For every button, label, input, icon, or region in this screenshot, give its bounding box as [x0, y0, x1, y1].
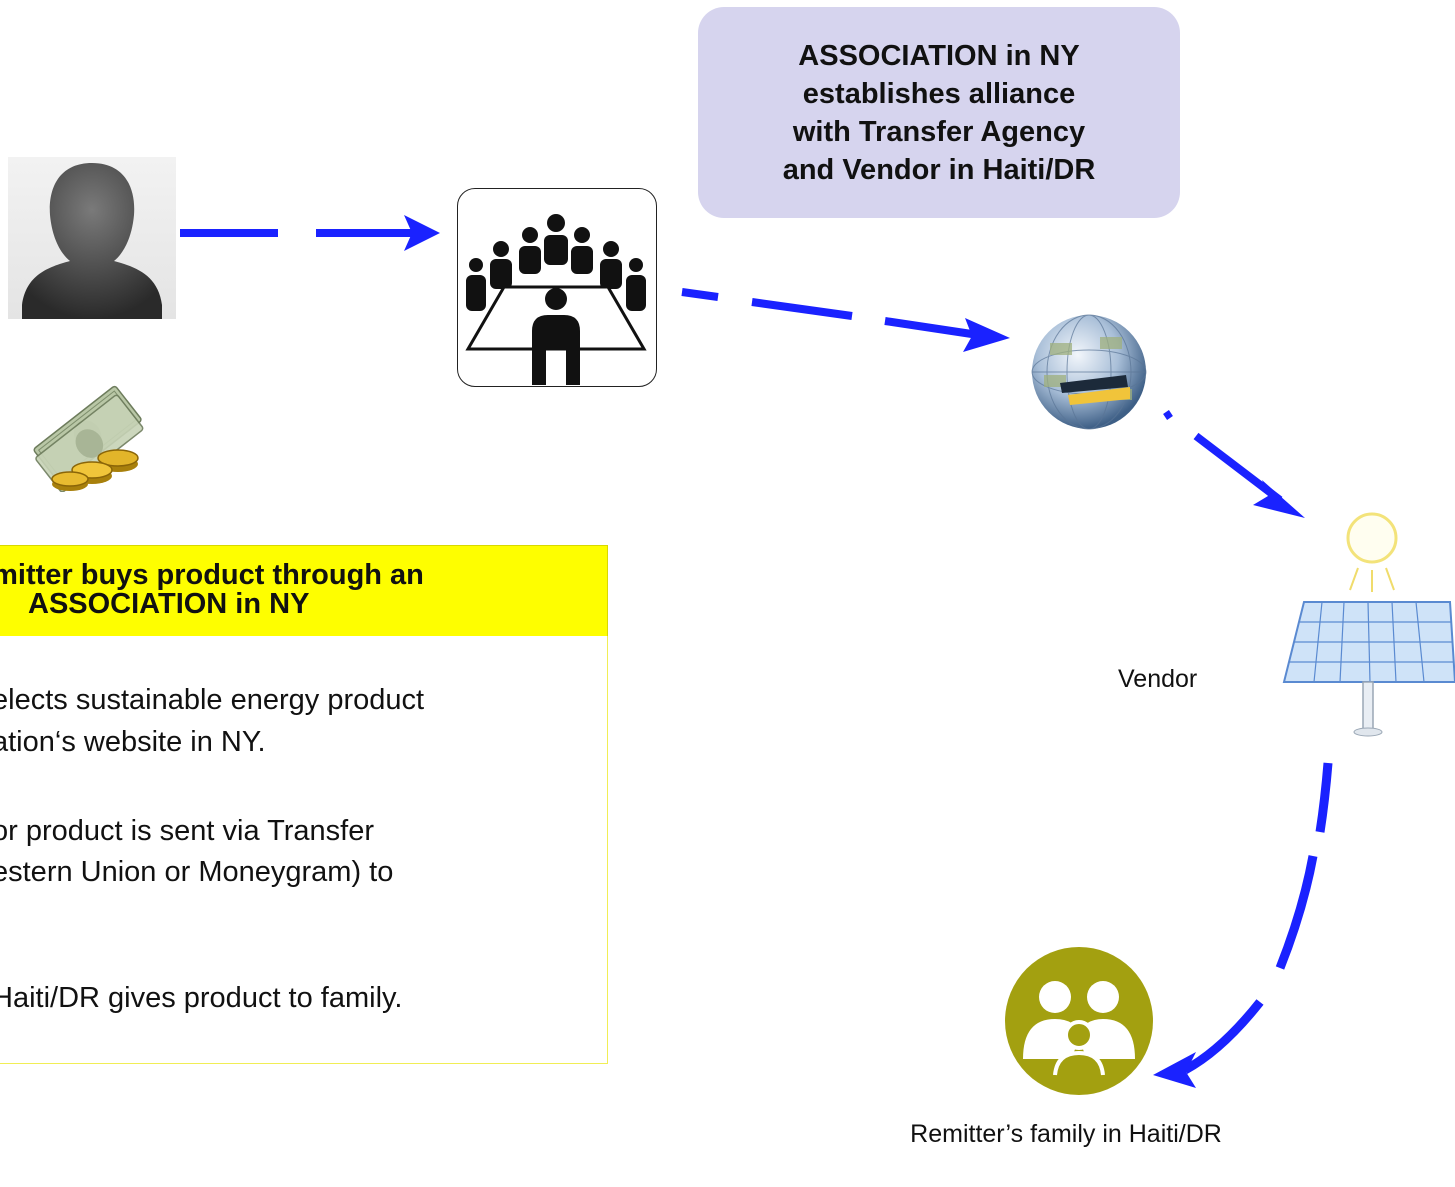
info-body-line: elects sustainable energy product: [0, 684, 425, 716]
info-header-line: ASSOCIATION in NY: [28, 588, 310, 620]
arrow-remitter-to-association: [180, 215, 440, 251]
family-label: Remitter’s family in Haiti/DR: [910, 1120, 1222, 1148]
info-body-line: Haiti/DR gives product to family.: [0, 982, 403, 1014]
person-silhouette-icon: [22, 163, 162, 319]
arrow-association-to-transfer: [681, 288, 1010, 352]
meeting-table-icon: [465, 214, 647, 385]
arrow-transfer-to-vendor: [1163, 410, 1305, 518]
alliance-line: and Vendor in Haiti/DR: [782, 153, 1096, 186]
alliance-line: establishes alliance: [802, 77, 1076, 110]
alliance-callout: ASSOCIATION in NY establishes alliance w…: [698, 7, 1180, 218]
alliance-line: ASSOCIATION in NY: [798, 39, 1080, 72]
info-header-line: emitter buys product through an: [0, 559, 424, 591]
remitter-photo: [8, 157, 176, 319]
solar-panel-icon: [1282, 512, 1455, 737]
money-icon: [33, 385, 144, 492]
vendor-label: Vendor: [1118, 665, 1198, 693]
arrow-vendor-to-family: [1153, 762, 1333, 1088]
info-body-line: or product is sent via Transfer: [0, 815, 374, 847]
info-panel-header: emitter buys product through an ASSOCIAT…: [0, 545, 608, 637]
association-icon-box: [457, 188, 657, 387]
alliance-line: with Transfer Agency: [792, 115, 1086, 148]
family-icon: [1005, 947, 1153, 1095]
info-body-line: ation‘s website in NY.: [0, 726, 266, 758]
info-panel-body: elects sustainable energy product ation‘…: [0, 636, 608, 1064]
info-body-line: estern Union or Moneygram) to: [0, 856, 394, 888]
money-transfer-globe-icon: [1031, 314, 1147, 430]
